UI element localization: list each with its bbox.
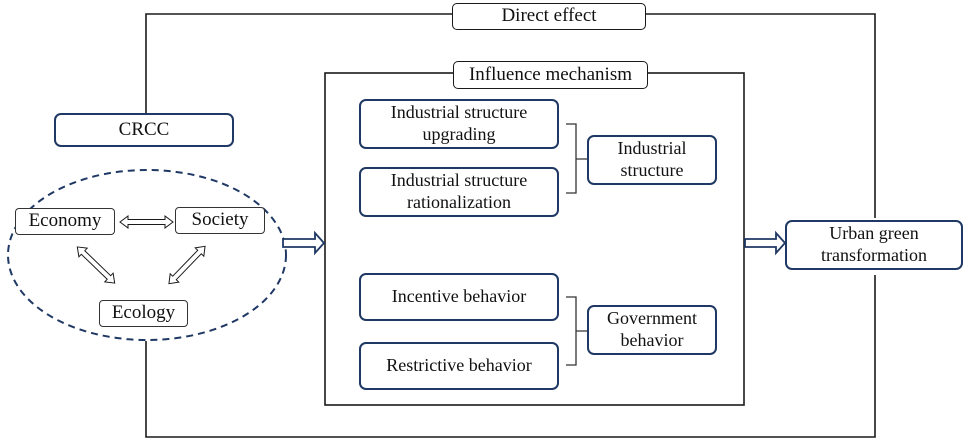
block-arrow-crcc-to-mechanism [282, 230, 326, 256]
ecology-box: Ecology [99, 300, 188, 327]
society-box: Society [175, 207, 265, 234]
crcc-box: CRCC [54, 113, 234, 147]
item-restrictive-behavior: Restrictive behavior [359, 342, 559, 390]
economy-box: Economy [15, 208, 115, 235]
outcome-urban-green-transformation: Urban green transformation [785, 220, 963, 270]
direct-effect-label: Direct effect [452, 3, 646, 30]
group-government-behavior: Government behavior [587, 305, 717, 355]
block-arrow-mechanism-to-outcome [744, 230, 787, 256]
group-industrial-structure: Industrial structure [587, 135, 717, 185]
double-arrow-economy-society [119, 215, 174, 229]
bottom-return-line [145, 275, 876, 438]
double-arrow-society-ecology [168, 245, 206, 285]
bracket-government [566, 296, 587, 366]
crcc-dimensions-ellipse [7, 169, 287, 341]
item-incentive-behavior: Incentive behavior [359, 273, 559, 321]
bracket-industrial [566, 123, 587, 194]
direct-effect-line [145, 13, 876, 218]
mechanism-title: Influence mechanism [453, 61, 648, 89]
double-arrow-economy-ecology [76, 246, 116, 284]
item-industrial-rationalization: Industrial structure rationalization [359, 167, 559, 217]
item-industrial-upgrading: Industrial structure upgrading [359, 99, 559, 149]
